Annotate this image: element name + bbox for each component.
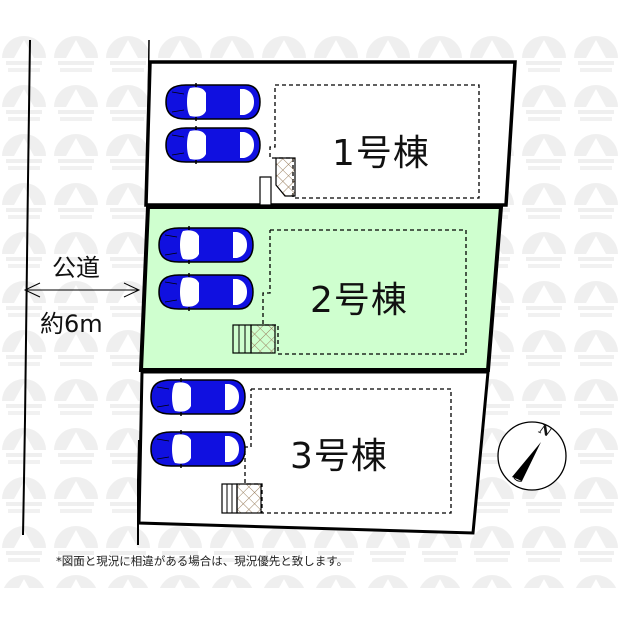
building-footprint-3: [244, 388, 452, 514]
car-icon: [165, 82, 261, 122]
entrance-porch-2: [250, 324, 276, 354]
building-label-2: 2号棟: [310, 280, 408, 321]
north-compass-icon: [497, 421, 567, 491]
road-width-label: 約6m: [40, 310, 103, 338]
building-footprint-2: [262, 229, 467, 355]
entrance-porch-3: [236, 483, 262, 514]
lot-2[interactable]: [138, 205, 504, 372]
entrance-step-3: [221, 483, 238, 514]
car-icon: [158, 225, 254, 265]
road-width-arrow: [23, 282, 141, 298]
lot-3[interactable]: [137, 370, 490, 535]
building-label-1: 1号棟: [332, 133, 430, 174]
car-icon: [158, 272, 254, 312]
building-label-3: 3号棟: [290, 436, 388, 477]
car-icon: [165, 125, 261, 165]
car-icon: [150, 377, 246, 417]
entrance-step-2: [232, 324, 252, 354]
disclaimer-note: *図面と現況に相違がある場合は、現況優先と致します。: [56, 554, 349, 568]
lot-1[interactable]: [144, 60, 517, 207]
road-name-label: 公道: [52, 254, 100, 282]
car-icon: [150, 429, 246, 469]
entrance-porch-1: [275, 157, 296, 197]
road-boundary-left: [22, 39, 31, 536]
entrance-step-1: [259, 176, 272, 206]
